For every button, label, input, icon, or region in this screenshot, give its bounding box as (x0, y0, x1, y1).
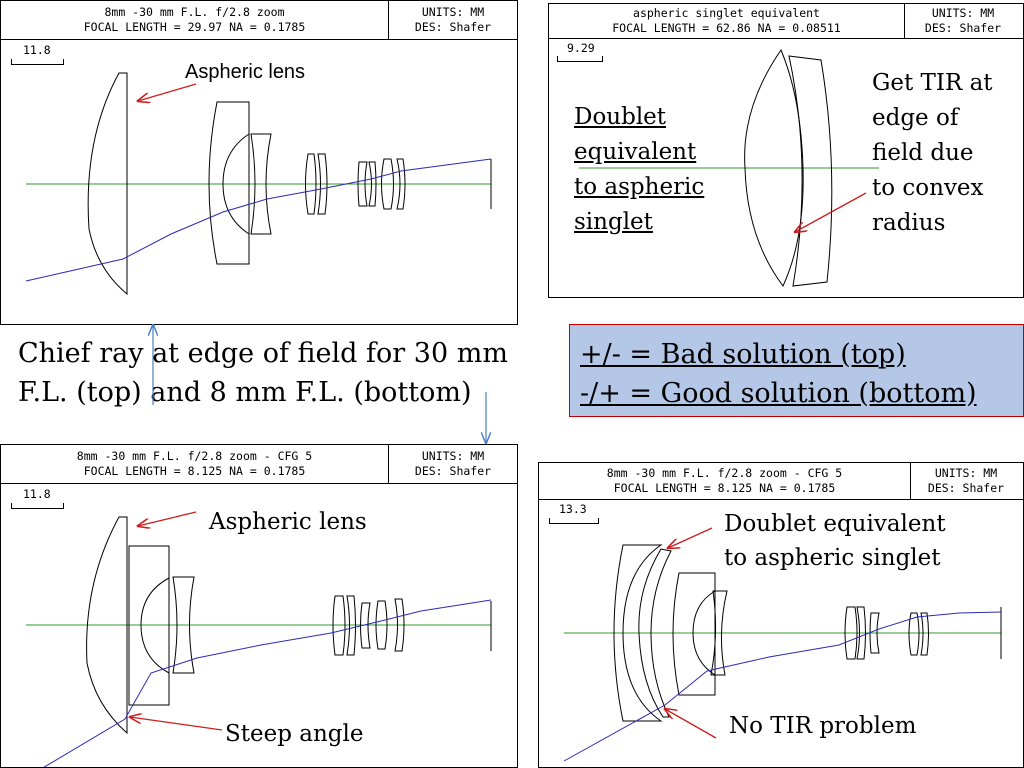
lens-drawing (26, 516, 492, 767)
scale-bar (11, 503, 64, 509)
lens-drawing (579, 48, 879, 287)
solution-legend-box: +/- = Bad solution (top) -/+ = Good solu… (569, 324, 1024, 417)
scale-value: 9.29 (567, 41, 595, 55)
lens-element (394, 598, 405, 652)
lens-element (346, 595, 356, 656)
scale-value: 13.3 (559, 502, 587, 516)
lens-group (710, 590, 728, 676)
chief-ray (43, 599, 492, 767)
legend-good-solution: -/+ = Good solution (bottom) (580, 378, 977, 409)
note-tir-at-edge: Get TIR at edge of field due to convex r… (872, 70, 993, 236)
panel-bottom-left-lens-diagram: 8mm -30 mm F.L. f/2.8 zoom - CFG 5 FOCAL… (0, 444, 518, 768)
lens-element (375, 600, 388, 650)
panel-title: 8mm -30 mm F.L. f/2.8 zoom - CFG 5 FOCAL… (539, 463, 911, 499)
annotation-doublet-equivalent: Doublet equivalent to aspheric singlet (724, 511, 946, 571)
panel-header: 8mm -30 mm F.L. f/2.8 zoom FOCAL LENGTH … (1, 1, 517, 40)
lens-group (172, 576, 195, 674)
lens-group (140, 577, 170, 674)
panel-units: UNITS: MM DES: Shafer (414, 449, 492, 478)
lens-element (856, 606, 866, 660)
note-doublet-equivalent: Doublet equivalent to aspheric singlet (574, 104, 705, 235)
lens-group (613, 544, 663, 722)
lens-element (317, 153, 328, 215)
chief-ray-caption: Chief ray at edge of field for 30 mm F.L… (18, 338, 508, 408)
annotation-aspheric-lens: Aspheric lens (185, 61, 306, 83)
lens-element (305, 153, 317, 215)
panel-units: UNITS: MM DES: Shafer (414, 5, 492, 34)
lens-element (920, 612, 929, 656)
scale-bar (557, 56, 603, 62)
doublet-element (788, 55, 833, 287)
annotation-steep-angle: Steep angle (225, 721, 364, 747)
lens-group (250, 133, 272, 235)
panel-header: aspheric singlet equivalent FOCAL LENGTH… (549, 4, 1023, 39)
aspheric-lens (87, 72, 128, 296)
lens-element (332, 595, 346, 656)
lens-element (869, 612, 880, 654)
panel-title: 8mm -30 mm F.L. f/2.8 zoom - CFG 5 FOCAL… (1, 445, 389, 483)
panel-title: aspheric singlet equivalent FOCAL LENGTH… (549, 4, 905, 38)
lens-elements (87, 72, 492, 296)
scale-value: 11.8 (23, 487, 51, 501)
lens-group (692, 590, 716, 676)
panel-bottom-right-lens-diagram: 8mm -30 mm F.L. f/2.8 zoom - CFG 5 FOCAL… (538, 462, 1024, 768)
lens-group (222, 133, 250, 235)
panel-header: 8mm -30 mm F.L. f/2.8 zoom - CFG 5 FOCAL… (1, 445, 517, 484)
panel-units: UNITS: MM DES: Shafer (924, 6, 1002, 35)
panel-header: 8mm -30 mm F.L. f/2.8 zoom - CFG 5 FOCAL… (539, 463, 1023, 500)
legend-bad-solution: +/- = Bad solution (top) (580, 339, 906, 370)
panel-top-right-lens-diagram: aspheric singlet equivalent FOCAL LENGTH… (548, 3, 1024, 298)
scale-bar (549, 518, 599, 524)
chief-ray (563, 611, 1002, 762)
lens-elements (86, 516, 492, 735)
annotation-no-tir-problem: No TIR problem (729, 713, 917, 739)
lens-element (908, 612, 920, 656)
lens-element (844, 606, 858, 660)
lens-group (128, 545, 170, 706)
panel-units: UNITS: MM DES: Shafer (927, 466, 1005, 495)
lens-element (368, 161, 377, 207)
chief-ray (25, 158, 492, 282)
aspheric-lens (86, 516, 128, 735)
scale-value: 11.8 (23, 43, 51, 57)
annotation-aspheric-lens: Aspheric lens (209, 509, 367, 535)
lens-element (360, 602, 371, 649)
scale-bar (11, 59, 64, 65)
lens-elements (744, 48, 833, 287)
panel-top-left-lens-diagram: 8mm -30 mm F.L. f/2.8 zoom FOCAL LENGTH … (0, 0, 518, 325)
lens-group (208, 101, 250, 265)
lens-element (396, 158, 406, 210)
lens-drawing (25, 72, 492, 296)
panel-title: 8mm -30 mm F.L. f/2.8 zoom FOCAL LENGTH … (1, 1, 389, 39)
lens-element (357, 161, 368, 207)
lens-group (672, 572, 716, 696)
